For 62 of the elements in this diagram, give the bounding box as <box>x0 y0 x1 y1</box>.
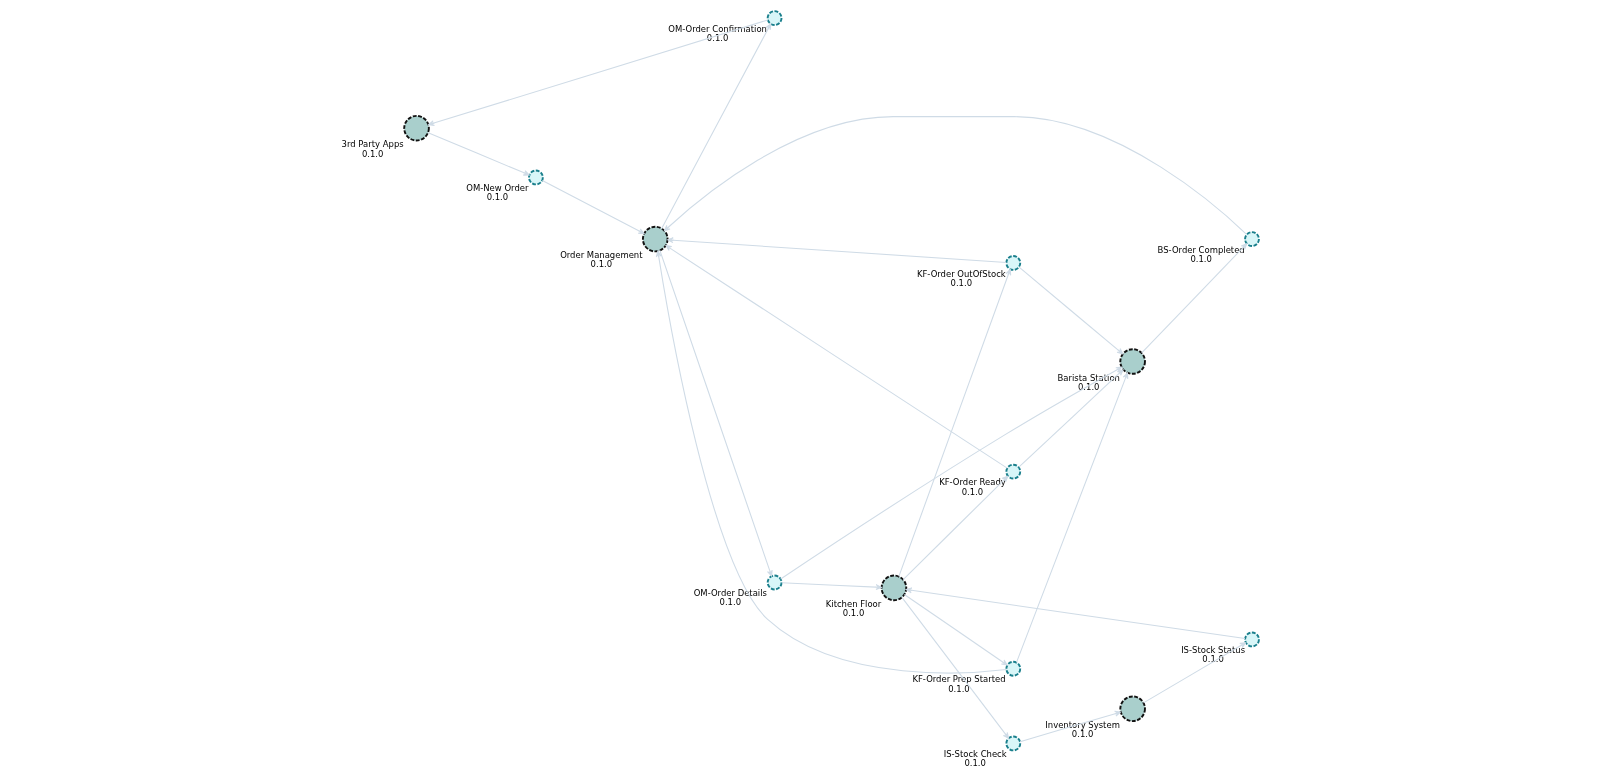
node-circle <box>1119 695 1146 723</box>
node-circle <box>766 10 783 26</box>
node-label: 0.1.0 <box>361 148 384 159</box>
arrow <box>428 19 769 126</box>
node-label: 0.1.0 <box>1202 654 1224 665</box>
node-label: IS-Stock Status <box>1181 645 1246 656</box>
node-circle <box>1119 348 1146 375</box>
node-label: 0.1.0 <box>486 192 509 203</box>
node-label: BS-Order Completed <box>1157 244 1245 255</box>
arrow <box>898 268 1012 577</box>
node-label: Inventory System <box>1045 719 1120 730</box>
arrow <box>427 132 530 176</box>
node-label: 0.1.0 <box>706 33 729 44</box>
node-circle <box>1244 631 1260 648</box>
node-label: 0.1.0 <box>948 683 970 694</box>
arrow <box>1018 266 1124 355</box>
arrow <box>1019 710 1121 743</box>
arrow <box>1018 369 1124 468</box>
arrow <box>659 249 773 577</box>
arrow <box>902 475 1009 581</box>
node-label: 0.1.0 <box>1077 381 1100 392</box>
node-circle <box>880 574 908 602</box>
arrow <box>1016 372 1129 663</box>
node-circle <box>1005 660 1022 677</box>
arrow <box>905 587 1246 640</box>
arrow <box>667 237 1007 264</box>
node-label: OM-Order Confirmation <box>668 23 767 34</box>
node-label: Order Management <box>560 250 643 261</box>
node-label: 0.1.0 <box>590 259 613 270</box>
node-label: KF-Order Ready <box>939 477 1006 488</box>
arrow <box>1142 642 1247 704</box>
node-label: 0.1.0 <box>964 758 986 769</box>
arrow <box>661 23 772 229</box>
node-label: OM-New Order <box>466 183 529 194</box>
arrow <box>541 179 645 235</box>
node-circle <box>1005 463 1022 480</box>
node-circle <box>766 574 783 591</box>
node-circle <box>403 114 430 142</box>
arrow <box>781 582 883 591</box>
arrow <box>655 250 1007 674</box>
node-circle <box>1005 735 1022 752</box>
arrow <box>1141 243 1248 354</box>
node-circle <box>1244 231 1260 247</box>
node-label: IS-Stock Check <box>943 749 1007 760</box>
node-label: 0.1.0 <box>842 608 865 619</box>
arrow <box>901 596 1010 739</box>
node-label: 0.1.0 <box>961 486 984 497</box>
node-circle <box>528 169 544 186</box>
node-label: Barista Station <box>1057 372 1120 383</box>
node-label: 0.1.0 <box>950 277 973 288</box>
arrow <box>663 116 1248 235</box>
node-label: KF-Order OutOfStock <box>916 268 1006 279</box>
node-label: 0.1.0 <box>1190 254 1212 265</box>
node-circle <box>1005 255 1022 271</box>
arrow <box>903 593 1008 666</box>
node-label: KF-Order Prep Started <box>912 674 1006 685</box>
arrow <box>665 245 1008 469</box>
node-label: 3rd Party Apps <box>341 139 404 150</box>
node-label: Kitchen Floor <box>825 598 882 609</box>
node-label: 0.1.0 <box>1071 729 1094 740</box>
node-label: 0.1.0 <box>719 597 742 608</box>
node-label: OM-Order Details <box>693 588 767 599</box>
